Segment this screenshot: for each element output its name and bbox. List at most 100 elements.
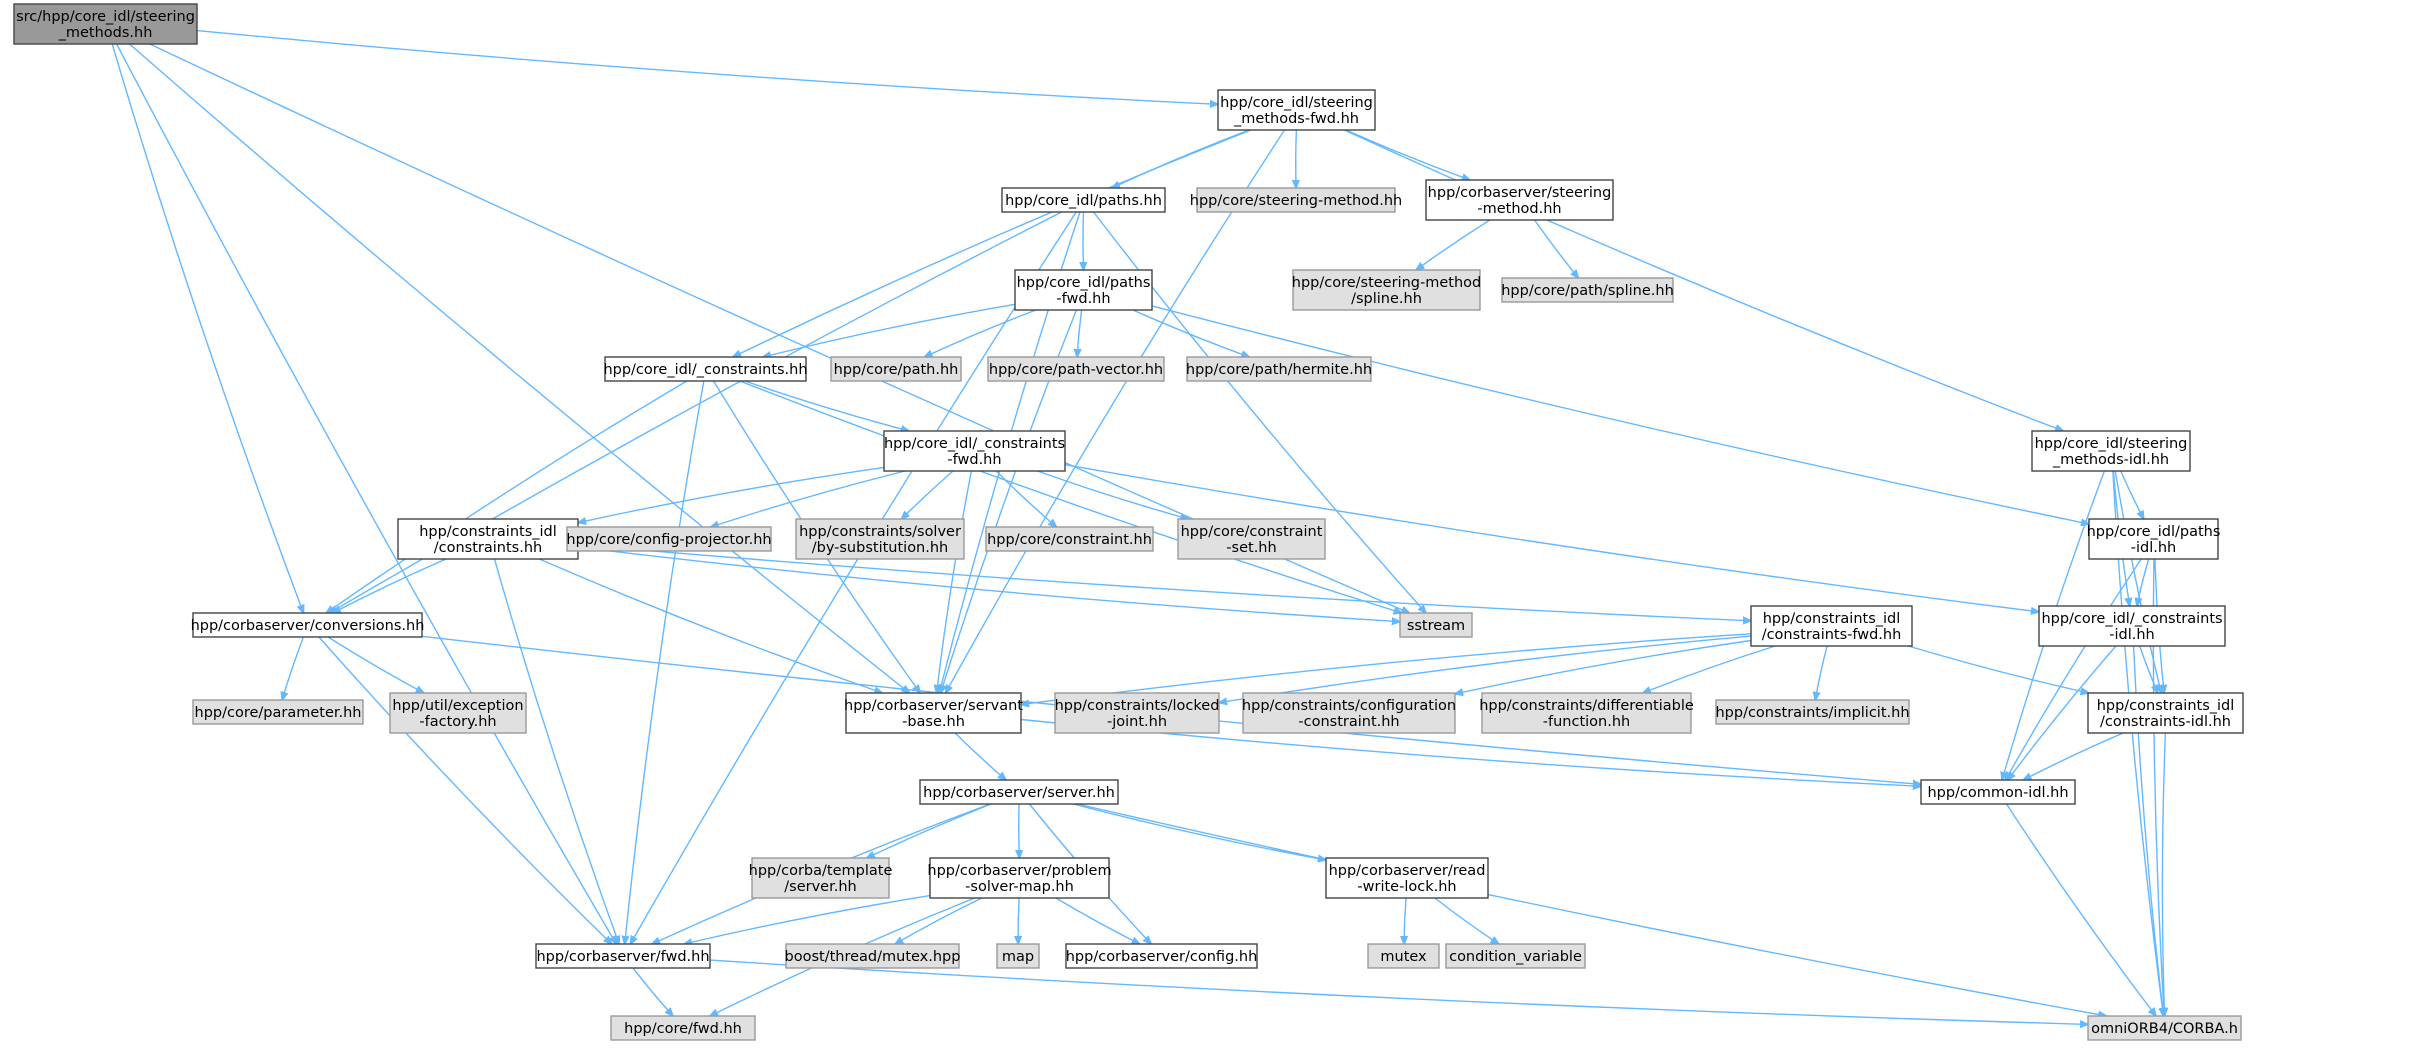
node-label-consset: hpp/core/constraint xyxy=(1181,524,1323,540)
node-box-confconstraint xyxy=(1242,692,1456,734)
node-label-condvar: condition_variable xyxy=(1449,949,1582,965)
node-label-pathsfwd: hpp/core_idl/paths xyxy=(1017,275,1151,291)
edge-smidl-to-cidlconsidl xyxy=(2114,470,2161,693)
node-label-boostmutex: boost/thread/mutex.hpp xyxy=(785,949,961,965)
node-cidlconsfwd[interactable]: hpp/constraints_idl/constraints-fwd.hh xyxy=(1750,605,1913,647)
node-label-corba: omniORB4/CORBA.h xyxy=(2091,1021,2238,1037)
node-box-implicit xyxy=(1715,699,1910,725)
edge-consfwd-to-considl xyxy=(1064,464,2039,612)
edge-cidlconsfwd-to-implicit xyxy=(1815,645,1828,700)
node-label-map: map xyxy=(1002,949,1034,965)
node-label-server: hpp/corbaserver/server.hh xyxy=(923,785,1115,801)
node-coreconstraint: hpp/core/constraint.hh xyxy=(985,526,1154,552)
node-smfwd[interactable]: hpp/core_idl/steering_methods-fwd.hh xyxy=(1217,89,1376,131)
node-cons[interactable]: hpp/core_idl/_constraints.hh xyxy=(603,356,808,382)
edge-smfwd-to-coresm xyxy=(1296,129,1297,188)
node-coresm: hpp/core/steering-method.hh xyxy=(1190,187,1402,213)
node-label-pathvector: hpp/core/path-vector.hh xyxy=(989,362,1163,378)
node-label-corefwd: hpp/core/fwd.hh xyxy=(624,1021,742,1037)
node-label-coreconstraint: hpp/core/constraint.hh xyxy=(987,532,1152,548)
node-label-difffunc: hpp/constraints/differentiable xyxy=(1479,698,1694,714)
node-rwlock[interactable]: hpp/corbaserver/read-write-lock.hh xyxy=(1325,857,1489,899)
edge-psmap-to-fwd xyxy=(684,894,931,944)
node-parameter: hpp/core/parameter.hh xyxy=(192,699,364,725)
node-cidlcons[interactable]: hpp/constraints_idl/constraints.hh xyxy=(397,518,579,560)
node-box-pathspline xyxy=(1501,277,1674,303)
node-box-condvar xyxy=(1445,943,1586,969)
node-box-smidl xyxy=(2031,430,2191,472)
node-box-excfactory xyxy=(389,692,527,734)
node-paths[interactable]: hpp/core_idl/paths.hh xyxy=(1001,187,1166,213)
edge-cidlcons-to-sstream xyxy=(577,546,1400,622)
node-box-fwd xyxy=(535,943,711,969)
node-box-server xyxy=(919,779,1119,805)
edge-cidlconsfwd-to-difffunc xyxy=(1643,645,1776,693)
node-pathsfwd[interactable]: hpp/core_idl/paths-fwd.hh xyxy=(1014,269,1153,311)
node-label-pathspline: hpp/core/path/spline.hh xyxy=(1501,283,1674,299)
node-servant[interactable]: hpp/corbaserver/servant-base.hh xyxy=(844,692,1023,734)
node-commonidl[interactable]: hpp/common-idl.hh xyxy=(1920,779,2076,805)
node-box-pathsfwd xyxy=(1014,269,1153,311)
node-label-root: src/hpp/core_idl/steering xyxy=(16,9,195,25)
node-pathsidl[interactable]: hpp/core_idl/paths-idl.hh xyxy=(2087,518,2221,560)
node-label-considl: -idl.hh xyxy=(2109,627,2154,643)
node-label-pathsfwd: -fwd.hh xyxy=(1056,291,1110,307)
edge-cidlcons-to-cidlconsfwd xyxy=(577,544,1751,621)
node-label-sstream: sstream xyxy=(1407,618,1465,634)
node-server[interactable]: hpp/corbaserver/server.hh xyxy=(919,779,1119,805)
node-box-conversions xyxy=(192,612,423,638)
node-label-psmap: -solver-map.hh xyxy=(965,879,1074,895)
node-box-corbasm xyxy=(1425,179,1614,221)
edge-cons-to-sstream xyxy=(739,380,1402,613)
node-bysubst: hpp/constraints/solver/by-substitution.h… xyxy=(795,518,965,560)
edge-consfwd-to-cidlcons xyxy=(578,466,885,522)
edge-pathsfwd-to-cons xyxy=(763,303,1016,357)
edge-smfwd-to-smidl xyxy=(1344,129,2063,431)
node-box-config xyxy=(1065,943,1258,969)
node-box-map xyxy=(996,943,1040,969)
node-corbasm[interactable]: hpp/corbaserver/steering-method.hh xyxy=(1425,179,1614,221)
node-psmap[interactable]: hpp/corbaserver/problem-solver-map.hh xyxy=(927,857,1112,899)
edge-corbasm-to-smspline xyxy=(1416,219,1491,270)
node-box-coreconstraint xyxy=(985,526,1154,552)
node-fwd[interactable]: hpp/corbaserver/fwd.hh xyxy=(535,943,711,969)
node-box-root xyxy=(13,3,198,45)
node-confconstraint: hpp/constraints/configuration-constraint… xyxy=(1242,692,1456,734)
node-root[interactable]: src/hpp/core_idl/steering_methods.hh xyxy=(13,3,198,45)
node-label-hermite: hpp/core/path/hermite.hh xyxy=(1186,362,1372,378)
node-label-excfactory: hpp/util/exception xyxy=(392,698,523,714)
node-box-cons xyxy=(604,356,807,382)
node-consfwd[interactable]: hpp/core_idl/_constraints-fwd.hh xyxy=(883,430,1066,472)
node-label-smfwd: _methods-fwd.hh xyxy=(1233,111,1359,127)
edge-pathsfwd-to-pathsidl xyxy=(1151,305,2089,524)
node-label-considl: hpp/core_idl/_constraints xyxy=(2041,611,2222,627)
node-considl[interactable]: hpp/core_idl/_constraints-idl.hh xyxy=(2038,605,2226,647)
node-templateserver: hpp/corba/template/server.hh xyxy=(749,857,892,899)
node-conversions[interactable]: hpp/corbaserver/conversions.hh xyxy=(191,612,425,638)
node-box-paths xyxy=(1001,187,1166,213)
edge-psmap-to-config xyxy=(1055,897,1140,944)
node-label-pathsidl: -idl.hh xyxy=(2131,540,2176,556)
node-label-cons: hpp/core_idl/_constraints.hh xyxy=(603,362,807,378)
node-cidlconsidl[interactable]: hpp/constraints_idl/constraints-idl.hh xyxy=(2087,692,2244,734)
edge-pathsidl-to-considl xyxy=(2137,558,2150,606)
node-layer: src/hpp/core_idl/steering_methods.hh hpp/… xyxy=(13,3,2244,1041)
node-excfactory: hpp/util/exception-factory.hh xyxy=(389,692,527,734)
edge-consfwd-to-cfgproj xyxy=(711,470,906,527)
node-cfgproj: hpp/core/config-projector.hh xyxy=(566,526,772,552)
edge-smfwd-to-corbasm xyxy=(1345,129,1470,180)
edge-cidlcons-to-conversions xyxy=(333,558,447,613)
edge-fwd-to-corefwd xyxy=(632,967,673,1016)
node-box-cidlconsfwd xyxy=(1750,605,1913,647)
node-label-bysubst: /by-substitution.hh xyxy=(812,540,949,556)
node-difffunc: hpp/constraints/differentiable-function.… xyxy=(1479,692,1694,734)
node-label-rwlock: -write-lock.hh xyxy=(1357,879,1456,895)
node-label-conversions: hpp/corbaserver/conversions.hh xyxy=(191,618,425,634)
node-label-cidlconsidl: /constraints-idl.hh xyxy=(2100,714,2231,730)
node-label-excfactory: -factory.hh xyxy=(419,714,496,730)
node-label-servant: hpp/corbaserver/servant xyxy=(844,698,1023,714)
node-pathspline: hpp/core/path/spline.hh xyxy=(1501,277,1674,303)
node-sstream: sstream xyxy=(1399,612,1473,638)
node-smidl[interactable]: hpp/core_idl/steering_methods-idl.hh xyxy=(2031,430,2191,472)
node-config[interactable]: hpp/corbaserver/config.hh xyxy=(1065,943,1258,969)
